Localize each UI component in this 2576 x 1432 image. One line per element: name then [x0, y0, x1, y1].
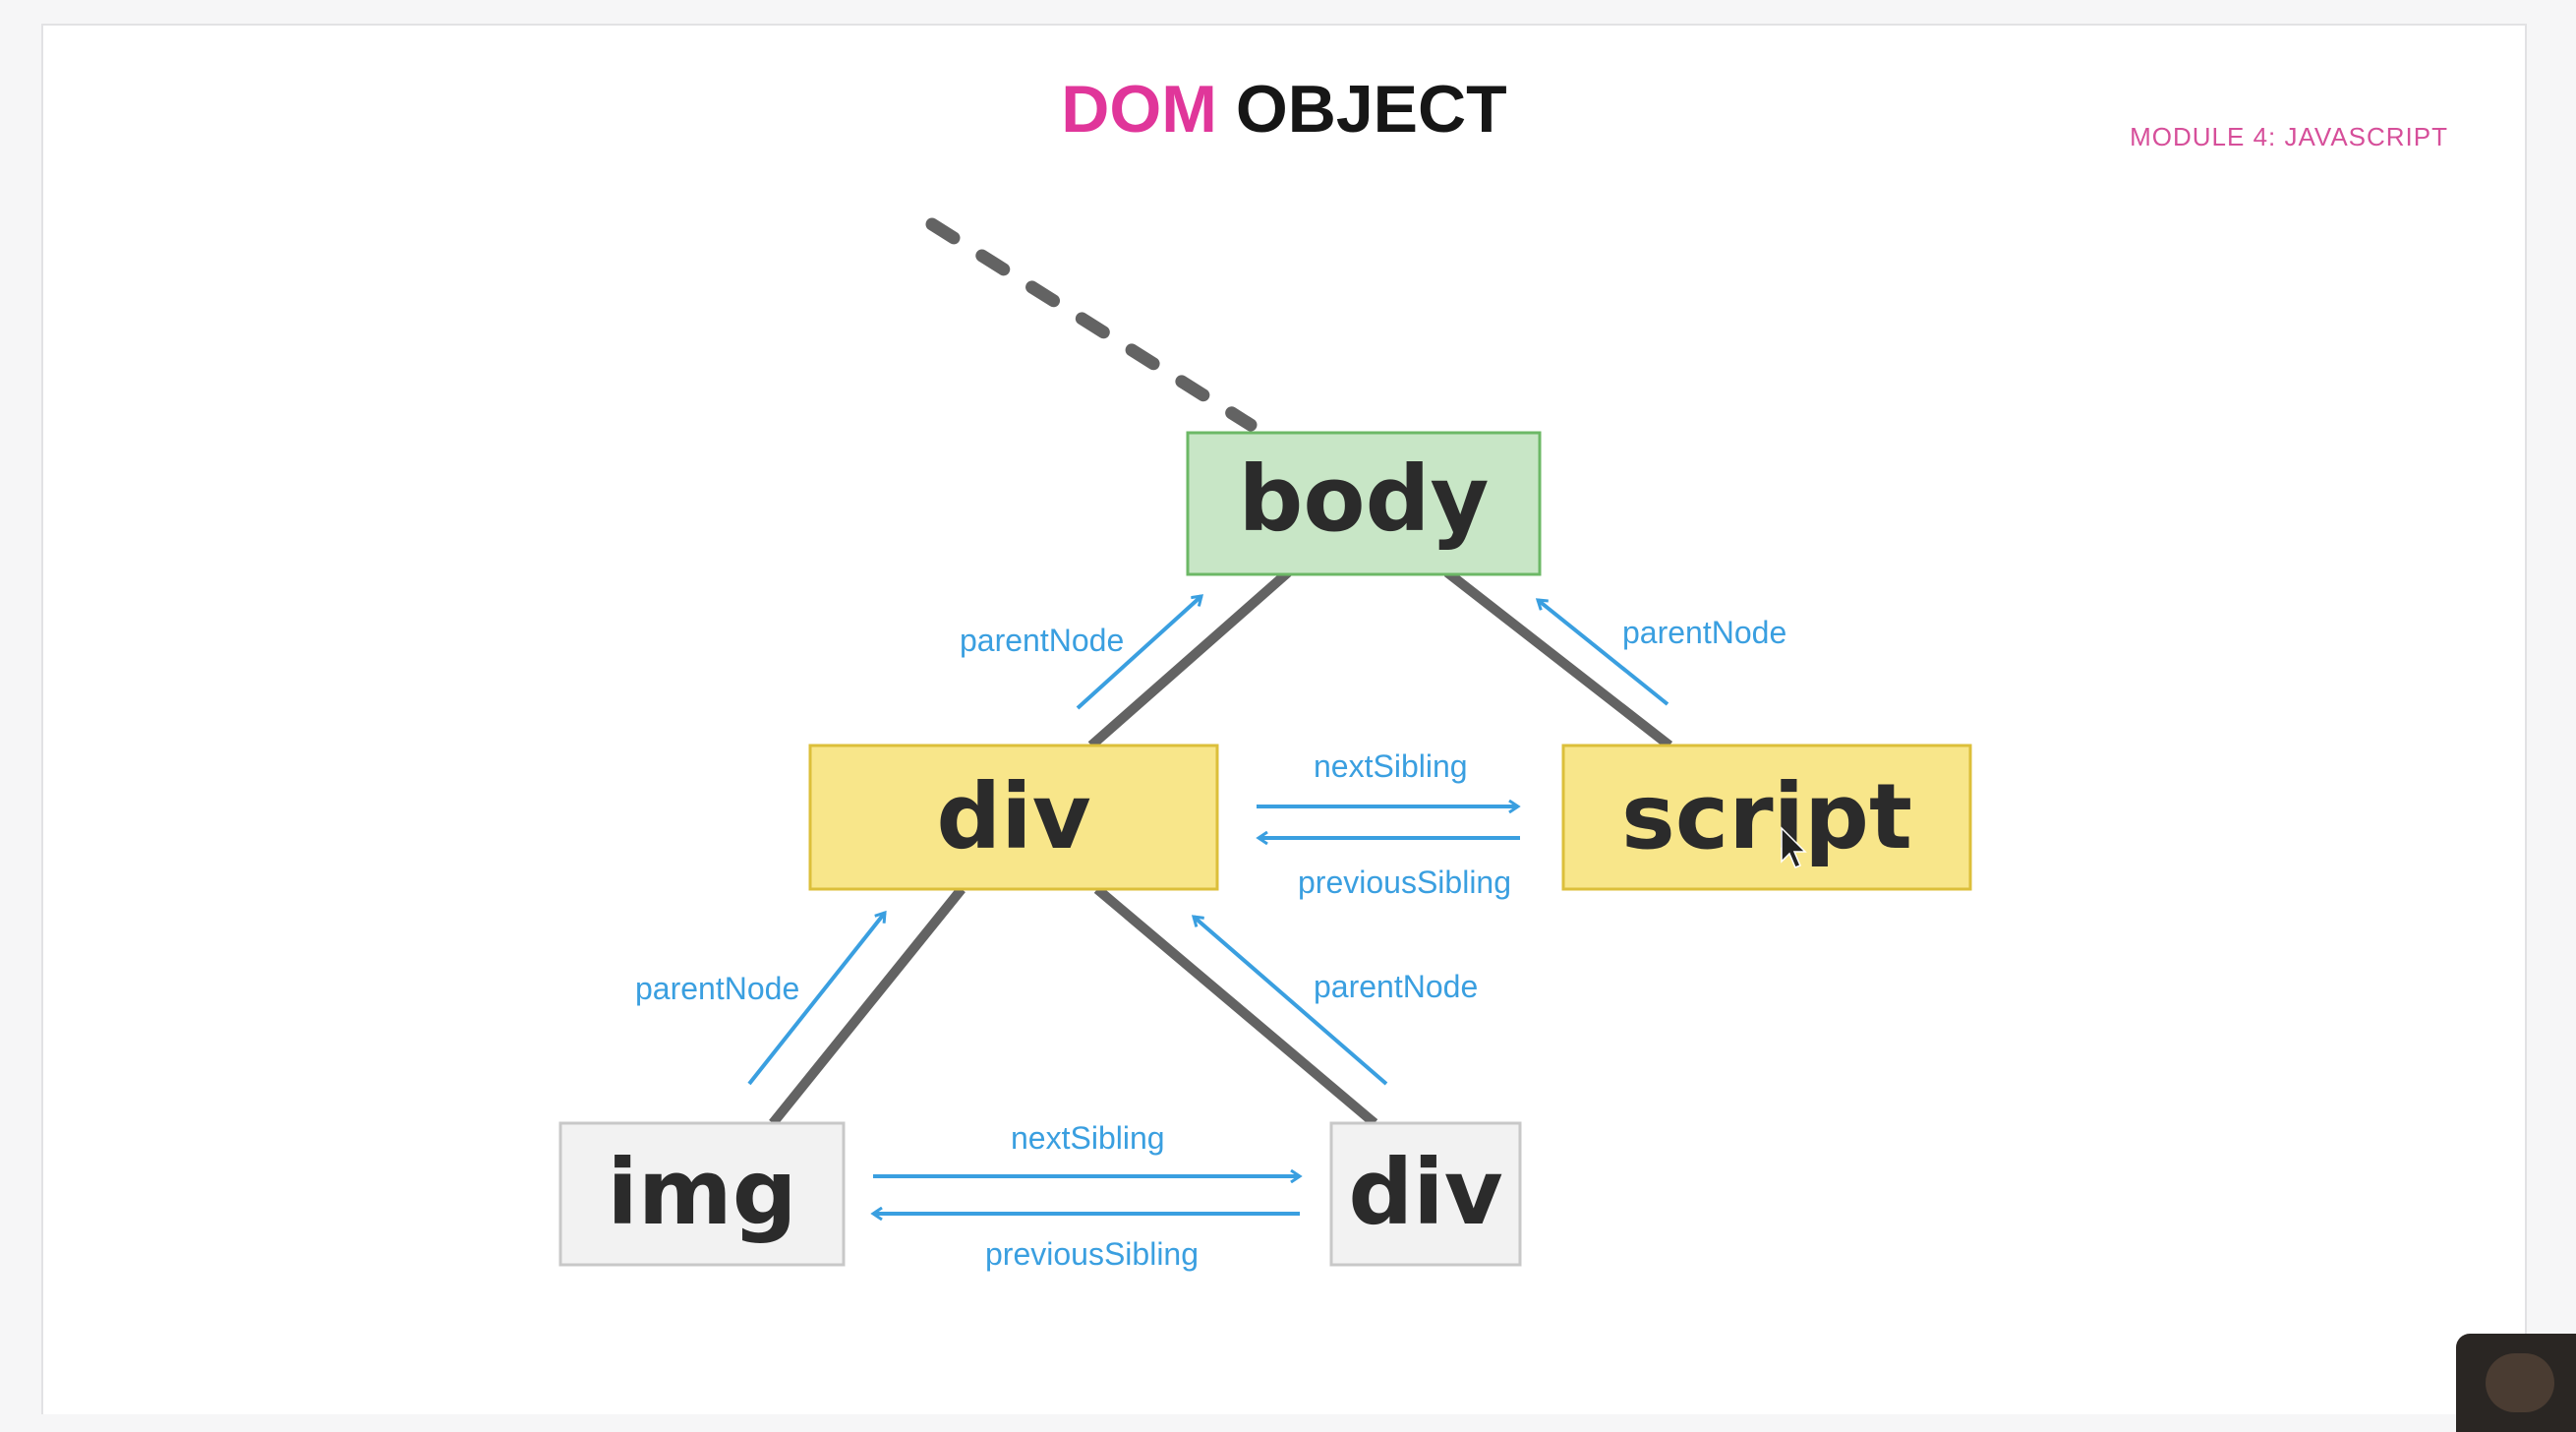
- edge-body-div: [1087, 568, 1292, 749]
- slide-title: DOM OBJECT: [43, 71, 2525, 148]
- label-script-parentnode: parentNode: [1622, 615, 1786, 650]
- slide: DOM OBJECT MODULE 4: JAVASCRIPT: [41, 24, 2527, 1414]
- node-body: body: [1186, 431, 1542, 576]
- node-script: script: [1561, 744, 1972, 891]
- edge-div-div: [1093, 885, 1378, 1127]
- ancestor-dashed-edge: [925, 217, 1258, 432]
- label-div-nextsibling: nextSibling: [1314, 748, 1468, 784]
- node-div-child: div: [1329, 1121, 1522, 1267]
- node-img: img: [558, 1121, 846, 1267]
- title-main: OBJECT: [1235, 72, 1507, 147]
- arrow-childdiv-parentnode: [1194, 917, 1388, 1086]
- node-div-child-label: div: [1348, 1140, 1502, 1245]
- edge-div-img: [769, 885, 966, 1127]
- label-img-nextsibling: nextSibling: [1011, 1120, 1165, 1156]
- mouse-cursor-icon: [1781, 826, 1807, 868]
- arrow-div-parentnode: [1076, 596, 1201, 710]
- label-img-parentnode: parentNode: [635, 971, 799, 1006]
- label-childdiv-previoussibling: previousSibling: [985, 1236, 1199, 1272]
- node-script-label: script: [1621, 764, 1912, 869]
- label-div-parentnode: parentNode: [960, 623, 1124, 658]
- webcam-overlay: [2456, 1334, 2576, 1432]
- node-div-parent: div: [808, 744, 1219, 891]
- label-childdiv-parentnode: parentNode: [1314, 969, 1478, 1004]
- label-script-previoussibling: previousSibling: [1298, 865, 1511, 900]
- module-label: MODULE 4: JAVASCRIPT: [2130, 122, 2448, 151]
- node-div-parent-label: div: [936, 764, 1090, 869]
- arrow-img-parentnode: [747, 913, 885, 1086]
- node-img-label: img: [607, 1140, 796, 1245]
- title-accent: DOM: [1061, 72, 1217, 147]
- edge-body-script: [1443, 568, 1673, 749]
- arrow-script-parentnode: [1538, 600, 1669, 706]
- node-body-label: body: [1239, 447, 1490, 552]
